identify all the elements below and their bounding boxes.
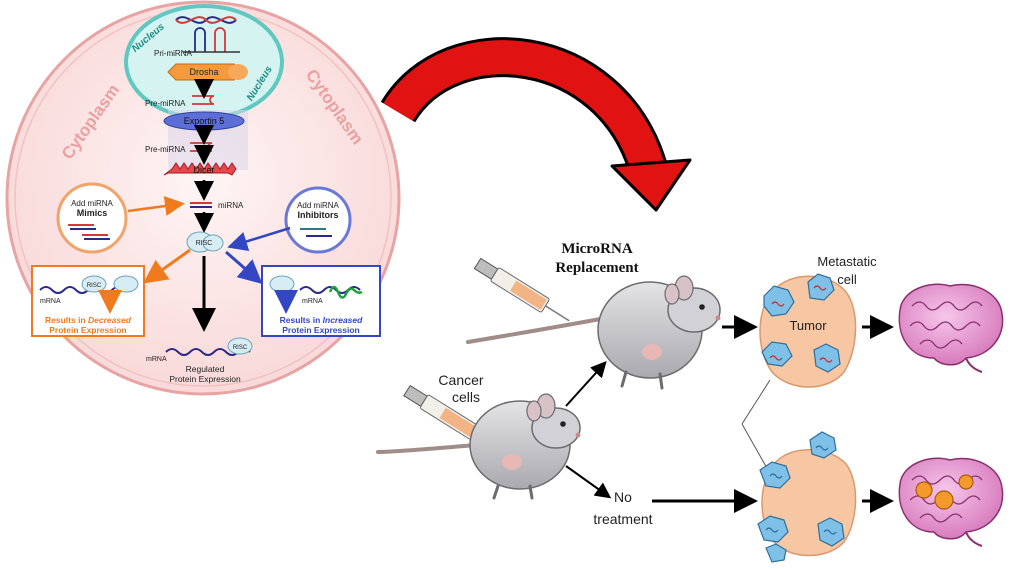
treated-mouse xyxy=(466,275,721,390)
risc-complex xyxy=(186,231,224,253)
metastatic-cell-line1: Metastatic xyxy=(817,254,877,269)
metastasis-spot-icon xyxy=(915,481,933,499)
inhibitors-label-line2: Inhibitors xyxy=(298,210,339,220)
dna-helix-icon xyxy=(175,16,237,24)
tumor-bottom xyxy=(757,431,857,563)
brain-healthy-icon xyxy=(898,283,1004,373)
right-box-mrna-label: mRNA xyxy=(302,298,323,305)
increased-result-line2: Protein Expression xyxy=(282,325,359,335)
big-red-curved-arrow xyxy=(380,37,692,212)
drosha-enzyme xyxy=(167,63,248,81)
tumor-top xyxy=(759,273,857,388)
brain-metastasis-icon xyxy=(898,457,1004,547)
mimics-reagent xyxy=(56,182,128,254)
increased-result-line1: Results in Increased xyxy=(280,315,363,325)
inhibitors-label-line1: Add miRNA xyxy=(297,201,339,210)
mirna-duplex-icon xyxy=(190,202,212,208)
metastatic-cell-icon xyxy=(763,285,795,317)
cancer-mouse xyxy=(376,393,581,500)
regulated-label-line1: Regulated xyxy=(186,364,225,374)
left-box-risc-label: RISC xyxy=(87,283,102,289)
regulated-label-line2: Protein Expression xyxy=(169,374,241,384)
mimics-label-line2: Mimics xyxy=(77,208,108,218)
metastatic-cell-line2: cell xyxy=(837,272,857,287)
decreased-expression-box xyxy=(31,265,145,337)
syringe-icon-top xyxy=(473,257,570,322)
mirna-label: miRNA xyxy=(218,201,244,210)
microrna-replacement-line1: MicroRNA xyxy=(561,241,633,257)
pre-mirna-label-2: Pre-miRNA xyxy=(145,145,186,154)
decreased-result-line2: Protein Expression xyxy=(49,325,126,335)
no-treatment-line1: No xyxy=(614,489,632,505)
cancer-cells-line1: Cancer xyxy=(438,372,483,388)
dicer-label: Dicer xyxy=(193,165,214,175)
risc-label: RISC xyxy=(196,240,213,247)
experiment-diagram: MicroRNA Replacement Cancer cells xyxy=(376,241,1004,563)
tumor-label: Tumor xyxy=(789,318,827,333)
dicer-enzyme xyxy=(163,162,237,176)
mimics-label-line1: Add miRNA xyxy=(71,199,113,208)
bottom-mrna-label: mRNA xyxy=(146,356,167,363)
drosha-label: Drosha xyxy=(189,67,218,77)
exportin-5-label: Exportin 5 xyxy=(184,116,225,126)
cell-diagram: Cytoplasm Cytoplasm Nucleus Nucleus Pri-… xyxy=(5,0,401,396)
pri-mirna-label: Pri-miRNA xyxy=(154,49,192,58)
regulated-mrna-icon xyxy=(165,337,253,356)
inhibitors-reagent xyxy=(284,186,352,254)
increased-expression-box xyxy=(261,265,381,337)
microrna-replacement-line2: Replacement xyxy=(555,260,638,276)
cancer-cells-line2: cells xyxy=(452,389,480,405)
decreased-result-line1: Results in Decreased xyxy=(45,315,132,325)
pre-mirna-label-1: Pre-miRNA xyxy=(145,99,186,108)
bottom-risc-label: RISC xyxy=(233,345,248,351)
left-box-mrna-label: mRNA xyxy=(40,298,61,305)
pri-mirna-hairpin-icon xyxy=(183,27,240,53)
no-treatment-line2: treatment xyxy=(593,511,652,527)
